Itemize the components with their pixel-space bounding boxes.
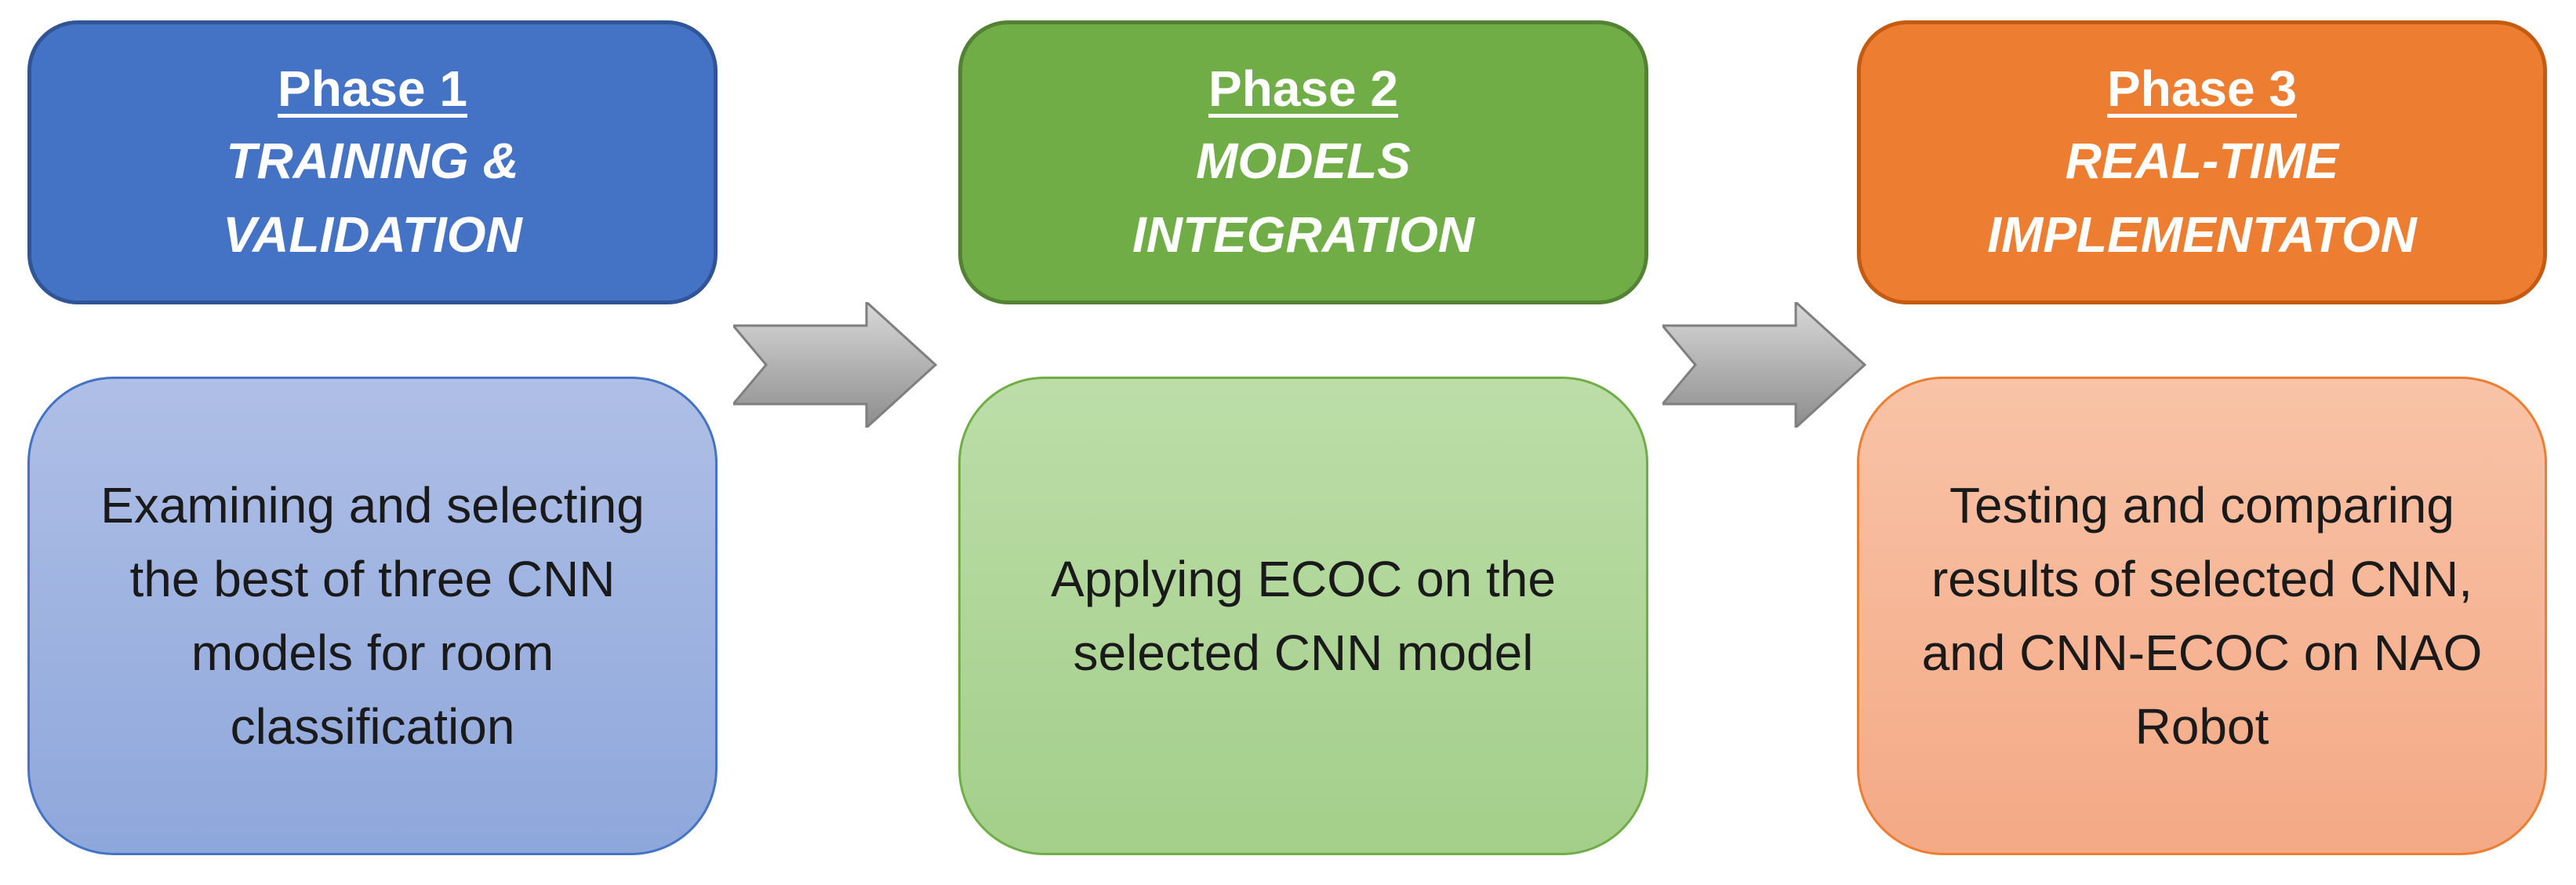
phase-1-header: Phase 1 TRAINING & VALIDATION [27,20,718,304]
phase-2-description: Applying ECOC on the selected CNN model [1051,551,1556,681]
phase-3-header: Phase 3 REAL-TIME IMPLEMENTATON [1857,20,2547,304]
right-arrow-icon [733,302,937,428]
phase-2-number: Phase 2 [1208,60,1398,117]
phase-2-header: Phase 2 MODELS INTEGRATION [958,20,1648,304]
phase-1-description: Examining and selecting the best of thre… [100,477,645,755]
phase-1-description-box: Examining and selecting the best of thre… [27,377,718,855]
phase-3-name: REAL-TIME IMPLEMENTATON [1987,133,2417,263]
phase-3-description-box: Testing and comparing results of selecte… [1857,377,2547,855]
phase-2-description-box: Applying ECOC on the selected CNN model [958,377,1648,855]
phase-3-number: Phase 3 [2107,60,2297,117]
phase-1-name: TRAINING & VALIDATION [223,133,522,263]
phase-3-description: Testing and comparing results of selecte… [1921,477,2483,755]
right-arrow-icon [1662,302,1866,428]
phase-2-name: MODELS INTEGRATION [1132,133,1475,263]
phase-1-number: Phase 1 [278,60,467,117]
